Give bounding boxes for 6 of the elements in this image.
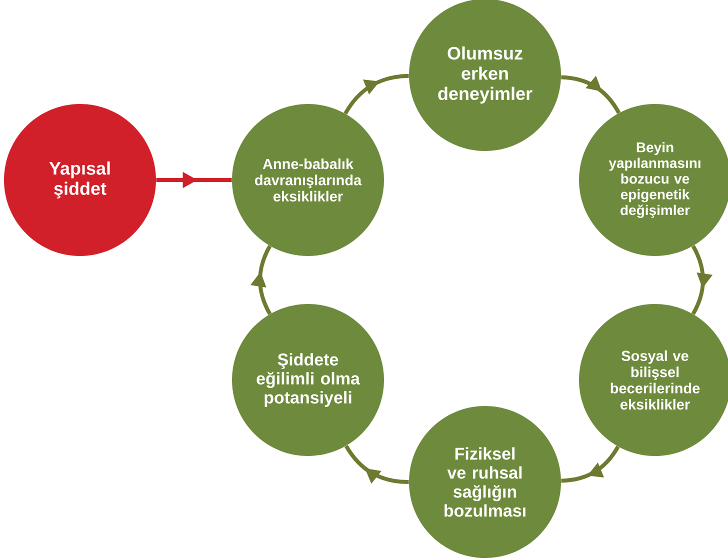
arrow: [561, 446, 620, 483]
arrow: [344, 74, 409, 115]
arrow: [250, 245, 272, 315]
arrow: [691, 245, 713, 315]
arrow: [561, 75, 621, 114]
arrow: [344, 444, 409, 484]
